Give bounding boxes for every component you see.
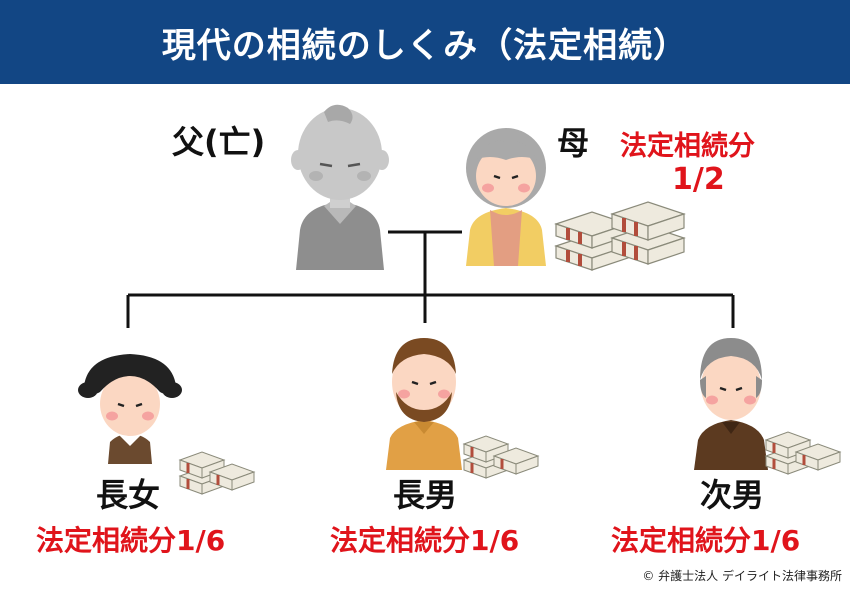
eldest-daughter-label: 長女	[96, 476, 161, 514]
header-banner: 現代の相続のしくみ（法定相続）	[0, 0, 850, 84]
eldest-daughter-share: 法定相続分1/6	[36, 524, 226, 557]
eldest-son-share: 法定相続分1/6	[330, 524, 520, 557]
eldest-son-illustration	[386, 338, 462, 470]
mother-label: 母	[557, 124, 590, 162]
father-label: 父(亡)	[172, 123, 266, 161]
daughter-money-stack-icon	[178, 451, 256, 495]
second-son-money-stack-icon	[764, 431, 842, 475]
eldest-daughter-illustration	[78, 354, 182, 464]
second-son-share: 法定相続分1/6	[611, 524, 801, 557]
father-illustration	[291, 104, 389, 270]
mother-illustration	[466, 128, 546, 266]
second-son-label: 次男	[700, 476, 765, 514]
mother-money-stack-icon	[554, 201, 686, 271]
eldest-son-label: 長男	[393, 476, 458, 514]
page-title: 現代の相続のしくみ（法定相続）	[161, 25, 689, 66]
copyright-notice: © 弁護士法人 デイライト法律事務所	[642, 569, 842, 583]
mother-share-value: 1/2	[672, 162, 725, 197]
mother-share-label: 法定相続分	[620, 131, 755, 162]
son-money-stack-icon	[462, 435, 540, 479]
second-son-illustration	[694, 338, 768, 470]
